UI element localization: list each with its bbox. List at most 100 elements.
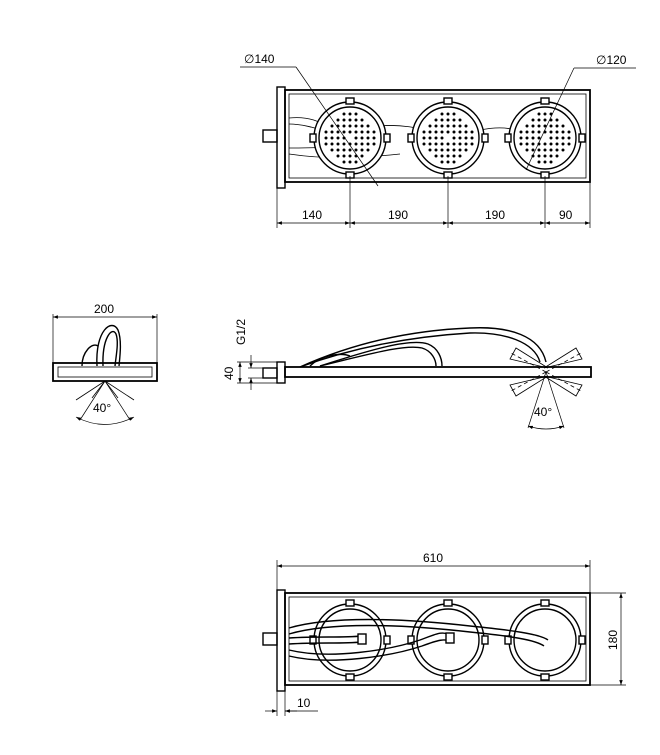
nozzle-dot (372, 136, 376, 140)
nozzle-dot (543, 124, 547, 128)
clip (481, 635, 489, 645)
nozzle-dot (470, 130, 474, 134)
nozzle-dot (567, 136, 571, 140)
front-width-label: 200 (94, 302, 114, 316)
nozzle-dot (549, 142, 553, 146)
nozzle-dot (519, 136, 523, 140)
clip (578, 133, 586, 143)
nozzle-dot (440, 124, 444, 128)
dim-90: 90 (559, 208, 573, 222)
clip (443, 599, 453, 607)
nozzle-dot (348, 124, 352, 128)
bottom-view: 610 180 10 (262, 551, 626, 716)
nozzle-dot (458, 136, 462, 140)
clip (578, 635, 586, 645)
nozzle-dot (428, 130, 432, 134)
nozzle-dot (452, 154, 456, 158)
nozzle-dot (555, 148, 559, 152)
clip (481, 133, 489, 143)
nozzle-dot (464, 142, 468, 146)
nozzle-dot (434, 124, 438, 128)
nozzle-dot (434, 148, 438, 152)
nozzle-dot (360, 136, 364, 140)
nozzle-dot (360, 118, 364, 122)
nozzle-dot (519, 130, 523, 134)
nozzle-dot (422, 130, 426, 134)
nozzle-dot (336, 142, 340, 146)
clip (383, 133, 391, 143)
nozzle-dot (428, 136, 432, 140)
nozzle-dot (555, 154, 559, 158)
nozzle-dot (549, 160, 553, 164)
nozzle-dot (464, 130, 468, 134)
nozzle-dot (549, 124, 553, 128)
nozzle-dot (555, 136, 559, 140)
nozzle-dot (531, 118, 535, 122)
top-view: ∅140 ∅120 140 190 190 90 (240, 52, 636, 228)
nozzle-dot (555, 124, 559, 128)
nozzle-dot (342, 154, 346, 158)
front-view: 200 40° (52, 302, 158, 425)
nozzle-dot (519, 142, 523, 146)
nozzle-dot (567, 142, 571, 146)
nozzle-dot (372, 142, 376, 146)
nozzle-dot (446, 154, 450, 158)
nozzle-dot (330, 142, 334, 146)
nozzle-dot (342, 148, 346, 152)
nozzle-dot (348, 130, 352, 134)
clip (443, 97, 453, 105)
nozzle-dot (360, 148, 364, 152)
nozzle-dot (549, 154, 553, 158)
nozzle-dot (561, 124, 565, 128)
nozzle-dot (422, 136, 426, 140)
nozzle-dot (324, 130, 328, 134)
bottom-head-3 (508, 603, 582, 677)
nozzle-dot (458, 130, 462, 134)
nozzle-dot (342, 118, 346, 122)
nozzle-dot (561, 130, 565, 134)
nozzle-dot (336, 118, 340, 122)
nozzle-dot (366, 142, 370, 146)
nozzle-dot (360, 124, 364, 128)
bottom-head-1 (313, 603, 387, 677)
nozzle-dot (440, 112, 444, 116)
dim-140: 140 (302, 208, 322, 222)
nozzle-dot (354, 136, 358, 140)
nozzle-dot (446, 112, 450, 116)
nozzle-dot (440, 118, 444, 122)
nozzle-dot (537, 154, 541, 158)
nozzle-dot (446, 160, 450, 164)
nozzle-dot (555, 118, 559, 122)
nozzle-dot (336, 136, 340, 140)
nozzle-dot (446, 148, 450, 152)
nozzle-dot (458, 118, 462, 122)
dia-140-label: ∅140 (244, 52, 275, 66)
dim-190-b: 190 (485, 208, 505, 222)
nozzle-dot (561, 148, 565, 152)
nozzle-dot (537, 124, 541, 128)
nozzle-dot (537, 112, 541, 116)
nozzle-dot (354, 118, 358, 122)
dim-190-a: 190 (388, 208, 408, 222)
nozzle-dot (366, 130, 370, 134)
thread-label: G1/2 (234, 319, 248, 345)
nozzle-dot (446, 130, 450, 134)
nozzle-dot (342, 112, 346, 116)
nozzle-dot (567, 130, 571, 134)
nozzle-dot (434, 118, 438, 122)
nozzle-dot (452, 142, 456, 146)
nozzle-dot (452, 160, 456, 164)
nozzle-dot (342, 160, 346, 164)
nozzle-dot (555, 142, 559, 146)
nozzle-dot (537, 136, 541, 140)
nozzle-dot (525, 124, 529, 128)
clip (345, 673, 355, 681)
nozzle-dot (348, 118, 352, 122)
nozzle-dot (440, 160, 444, 164)
nozzle-dot (452, 112, 456, 116)
offset-label: 10 (297, 696, 311, 710)
bottom-mounting-clips (309, 599, 586, 681)
side-height-label: 40 (222, 366, 236, 380)
clip (540, 673, 550, 681)
nozzle-dot (428, 142, 432, 146)
